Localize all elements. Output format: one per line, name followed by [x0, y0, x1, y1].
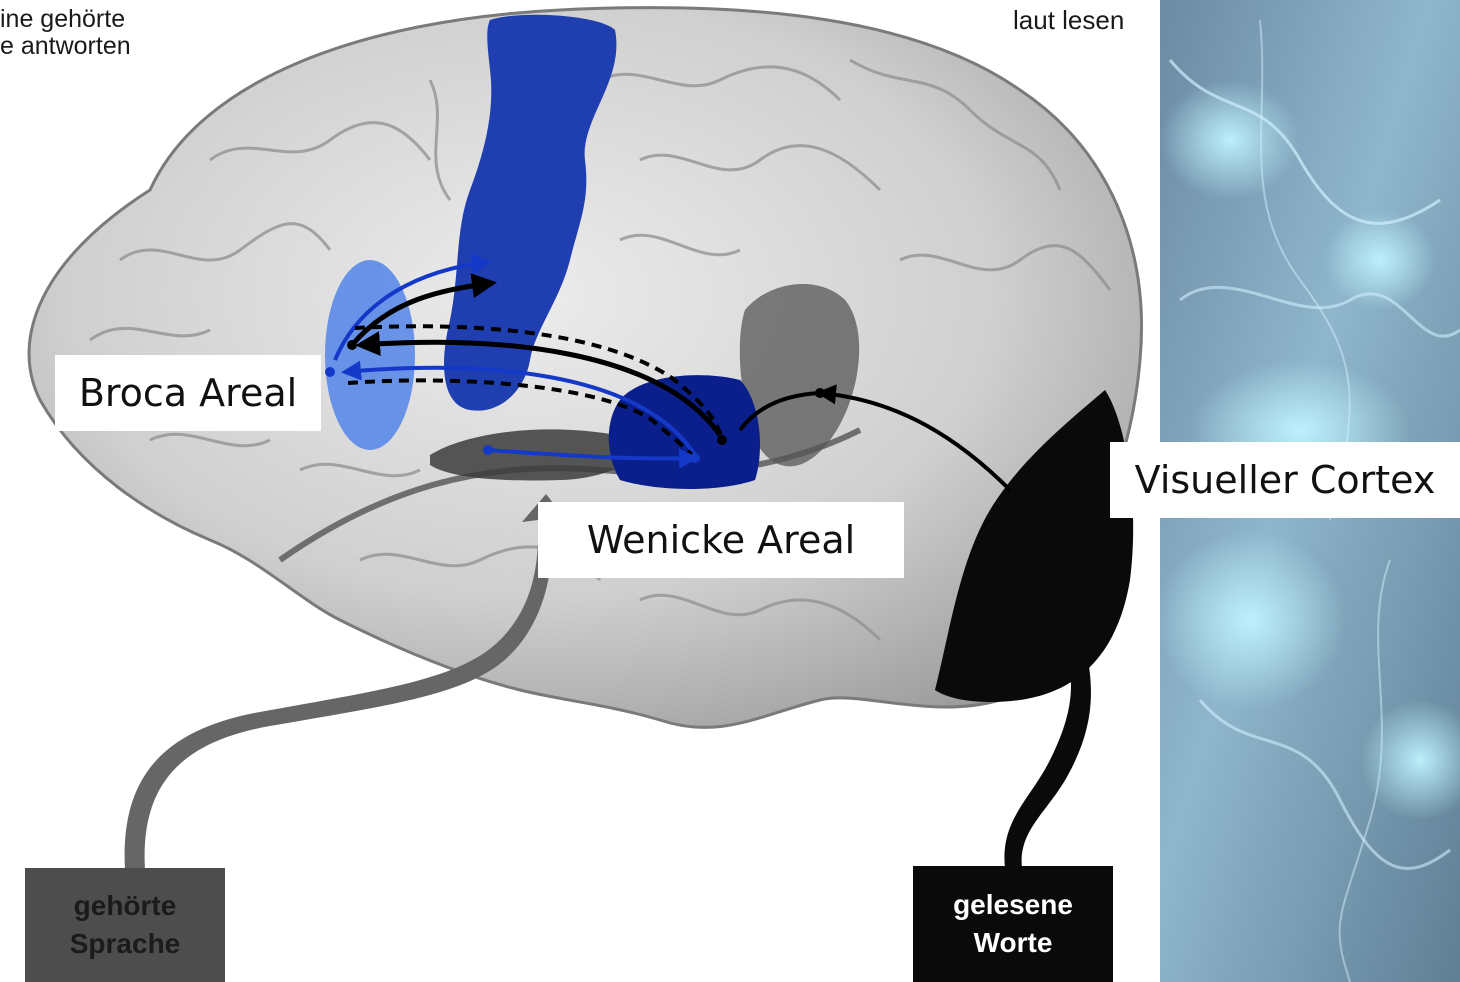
top-left-caption: ine gehörte e antworten [0, 6, 131, 60]
read-words-box: gelesene Worte [913, 866, 1113, 982]
wenicke-label: Wenicke Areal [538, 502, 904, 578]
top-left-caption-line-1: ine gehörte [0, 6, 131, 33]
visual-cortex-label: Visueller Cortex [1110, 442, 1460, 518]
wernicke-region [609, 375, 760, 489]
heard-speech-box: gehörte Sprache [25, 868, 225, 982]
heard-speech-line-2: Sprache [70, 925, 181, 963]
heard-speech-line-1: gehörte [74, 887, 177, 925]
read-words-line-2: Worte [974, 924, 1053, 962]
read-words-line-1: gelesene [953, 886, 1073, 924]
broca-label: Broca Areal [55, 355, 321, 431]
top-right-caption: laut lesen [1013, 5, 1124, 36]
top-left-caption-line-2: e antworten [0, 33, 131, 60]
